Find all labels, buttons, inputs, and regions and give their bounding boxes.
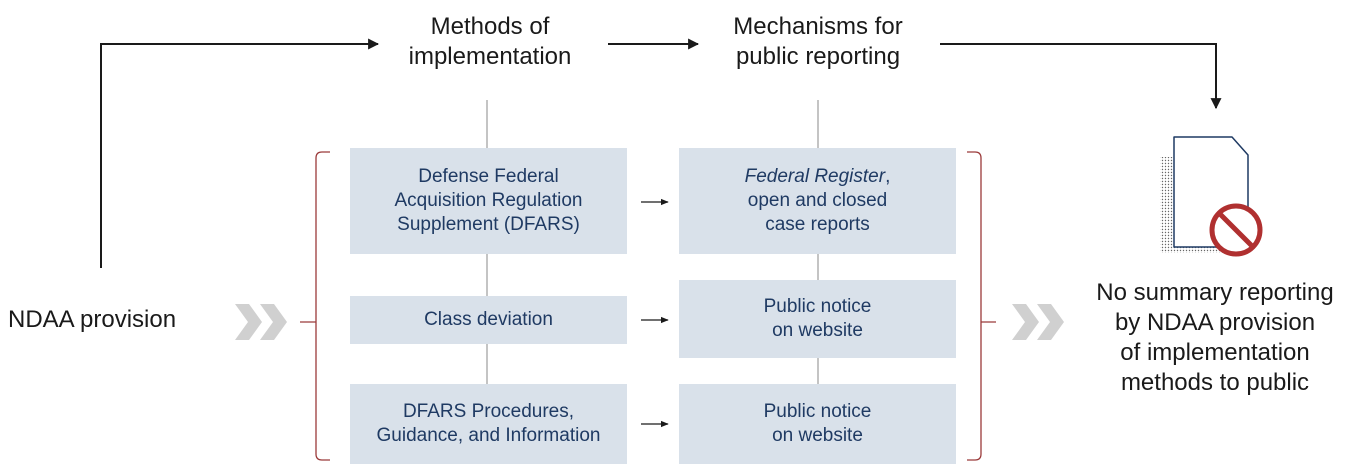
- outcome-line: methods to public: [1120, 369, 1310, 396]
- methods-header-line-2: implementation: [408, 43, 572, 70]
- mechanism-box-line: open and closed: [747, 190, 888, 211]
- method-box-line: Defense Federal: [418, 166, 559, 187]
- method-box-line: Guidance, and Information: [376, 425, 601, 446]
- no-symbol-icon: [1209, 203, 1263, 257]
- method-box-line: Class deviation: [424, 309, 553, 330]
- comma: ,: [885, 166, 891, 187]
- mechanism-box-public-notice-2: Public notice on website: [679, 384, 956, 464]
- left-bracket: [300, 151, 330, 461]
- method-box-dfars-pgi: DFARS Procedures, Guidance, and Informat…: [350, 384, 627, 464]
- mechanism-box-public-notice-1: Public notice on website: [679, 280, 956, 358]
- mechanisms-header: Mechanisms for public reporting: [700, 12, 936, 72]
- mechanism-box-line: case reports: [765, 214, 870, 235]
- mechanism-box-line: Public notice: [763, 296, 872, 317]
- mechanism-box-line: on website: [772, 320, 863, 341]
- mechanisms-header-line-1: Mechanisms for: [733, 13, 903, 40]
- outcome-text: No summary reporting by NDAA provision o…: [1082, 278, 1348, 398]
- method-box-line: Supplement (DFARS): [397, 214, 580, 235]
- flow-arrow-start-to-methods: [100, 38, 380, 268]
- method-box-class-deviation: Class deviation: [350, 296, 627, 344]
- outcome-line: by NDAA provision: [1114, 309, 1316, 336]
- mechanism-box-line: Federal Register,: [745, 165, 891, 189]
- outcome-line: of implementation: [1120, 339, 1310, 366]
- outcome-line: No summary reporting: [1096, 279, 1334, 306]
- method-box-line: Acquisition Regulation: [394, 190, 583, 211]
- methods-header: Methods of implementation: [380, 12, 600, 72]
- mechanism-box-line: on website: [772, 425, 863, 446]
- mechanism-box-federal-register: Federal Register, open and closed case r…: [679, 148, 956, 254]
- mechanisms-header-line-2: public reporting: [735, 43, 901, 70]
- method-box-dfars: Defense Federal Acquisition Regulation S…: [350, 148, 627, 254]
- method-box-line: DFARS Procedures,: [402, 401, 575, 422]
- right-bracket: [967, 151, 996, 461]
- flow-arrow-mechanisms-to-outcome: [940, 43, 1222, 110]
- start-label: NDAA provision: [8, 306, 177, 333]
- mechanism-box-line: Public notice: [763, 401, 872, 422]
- chevron-right-icon: [1012, 304, 1064, 340]
- federal-register-title: Federal Register: [744, 166, 886, 187]
- methods-header-line-1: Methods of: [430, 13, 550, 40]
- chevron-left-icon: [235, 304, 287, 340]
